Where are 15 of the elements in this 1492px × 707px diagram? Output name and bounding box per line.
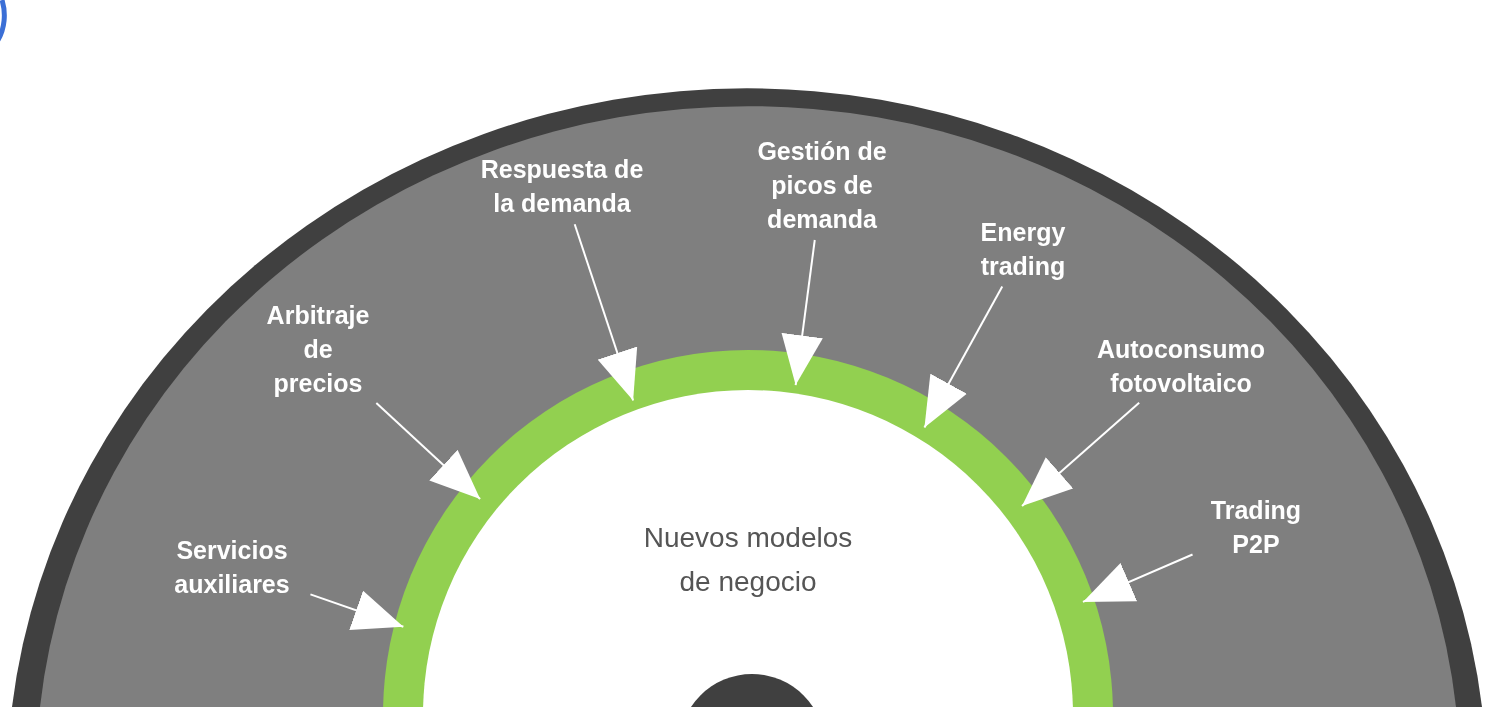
node-label: Trading P2P bbox=[1196, 493, 1316, 561]
center-label: Nuevos modelos de negocio bbox=[642, 521, 854, 599]
arrow bbox=[309, 590, 405, 630]
node-label: Servicios auxiliares bbox=[157, 533, 307, 601]
node-label: Respuesta de la demanda bbox=[467, 152, 657, 220]
arrow bbox=[375, 402, 482, 501]
arrow bbox=[923, 285, 1004, 429]
arrow bbox=[1021, 401, 1141, 507]
arrow bbox=[781, 239, 823, 387]
node-label: Gestión de picos de demanda bbox=[742, 134, 902, 236]
node-label: Energy trading bbox=[968, 215, 1078, 283]
node-label: Autoconsumo fotovoltaico bbox=[1076, 332, 1286, 400]
node-label: Arbitraje de precios bbox=[258, 298, 378, 400]
arrow bbox=[573, 223, 638, 402]
arrow bbox=[1081, 553, 1194, 603]
